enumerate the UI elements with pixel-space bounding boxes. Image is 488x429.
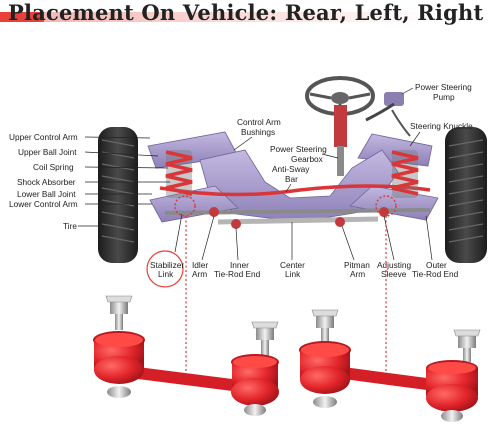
label-power-steering-pump-line2: Pump (433, 92, 455, 102)
label-power-steering-gearbox-line2: Gearbox (291, 154, 324, 164)
label-group-bottom: Stabilizer Link Idler Arm Inner Tie-Rod … (147, 214, 459, 287)
left-tire (98, 127, 138, 263)
label-coil-spring: Coil Spring (33, 162, 74, 172)
label-lower-ball-joint: Lower Ball Joint (17, 189, 76, 199)
label-steering-knuckle: Steering Knuckle (410, 121, 473, 131)
label-stabilizer-link-line2: Link (158, 269, 174, 279)
right-coil-spring (392, 150, 418, 198)
left-coil-spring (166, 150, 192, 198)
label-idler-arm-line2: Arm (192, 269, 207, 279)
steering-column (334, 105, 347, 176)
label-lower-control-arm: Lower Control Arm (9, 199, 78, 209)
label-control-arm-bushings-line1: Control Arm (237, 117, 281, 127)
label-upper-ball-joint: Upper Ball Joint (18, 147, 77, 157)
label-power-steering-pump-line1: Power Steering (415, 82, 472, 92)
label-upper-control-arm: Upper Control Arm (9, 132, 78, 142)
label-anti-sway-bar-line1: Anti-Sway (272, 164, 310, 174)
label-group-left: Upper Control Arm Upper Ball Joint Coil … (9, 132, 170, 231)
label-power-steering-gearbox-line1: Power Steering (270, 144, 327, 154)
label-control-arm-bushings-line2: Bushings (241, 127, 275, 137)
label-outer-tie-rod-end-line2: Tie-Rod End (412, 269, 459, 279)
product-stabilizer-link-right (299, 310, 480, 422)
label-inner-tie-rod-end-line2: Tie-Rod End (214, 269, 261, 279)
label-adjusting-sleeve-line2: Sleeve (381, 269, 407, 279)
right-tire (445, 127, 487, 263)
label-shock-absorber: Shock Absorber (17, 177, 76, 187)
label-anti-sway-bar-line2: Bar (285, 174, 298, 184)
label-center-link-line2: Link (285, 269, 301, 279)
label-pitman-arm-line2: Arm (350, 269, 365, 279)
label-tire: Tire (63, 221, 77, 231)
